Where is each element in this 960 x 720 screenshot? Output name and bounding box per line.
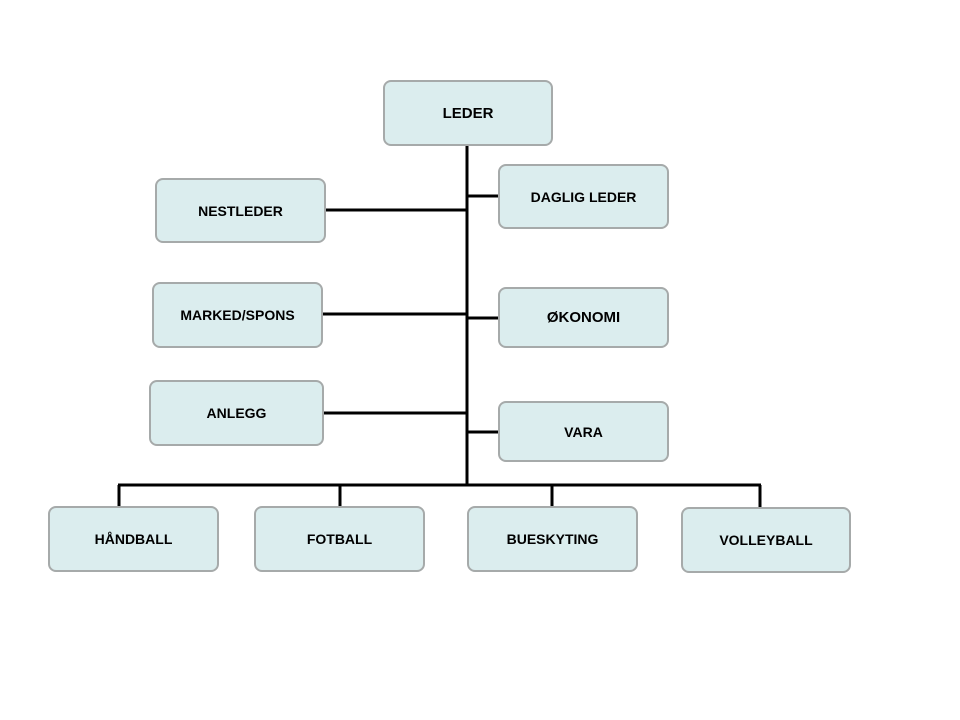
- node-handball: HÅNDBALL: [48, 506, 219, 572]
- node-okonomi: ØKONOMI: [498, 287, 669, 348]
- node-label: LEDER: [442, 104, 494, 122]
- node-bueskyting: BUESKYTING: [467, 506, 638, 572]
- node-label: ØKONOMI: [546, 309, 621, 326]
- node-volleyball: VOLLEYBALL: [681, 507, 851, 573]
- node-nestleder: NESTLEDER: [155, 178, 326, 243]
- node-anlegg: ANLEGG: [149, 380, 324, 446]
- node-label: MARKED/SPONS: [180, 307, 295, 323]
- node-label: BUESKYTING: [506, 531, 599, 547]
- node-daglig-leder: DAGLIG LEDER: [498, 164, 669, 229]
- node-label: DAGLIG LEDER: [530, 188, 637, 205]
- node-label: VARA: [564, 423, 603, 440]
- node-label: VOLLEYBALL: [719, 532, 813, 548]
- node-label: FOTBALL: [306, 531, 373, 547]
- node-label: ANLEGG: [206, 405, 267, 421]
- node-fotball: FOTBALL: [254, 506, 425, 572]
- node-label: NESTLEDER: [198, 202, 283, 219]
- node-label: HÅNDBALL: [94, 531, 173, 547]
- node-leder: LEDER: [383, 80, 553, 146]
- node-vara: VARA: [498, 401, 669, 462]
- node-marked-spons: MARKED/SPONS: [152, 282, 323, 348]
